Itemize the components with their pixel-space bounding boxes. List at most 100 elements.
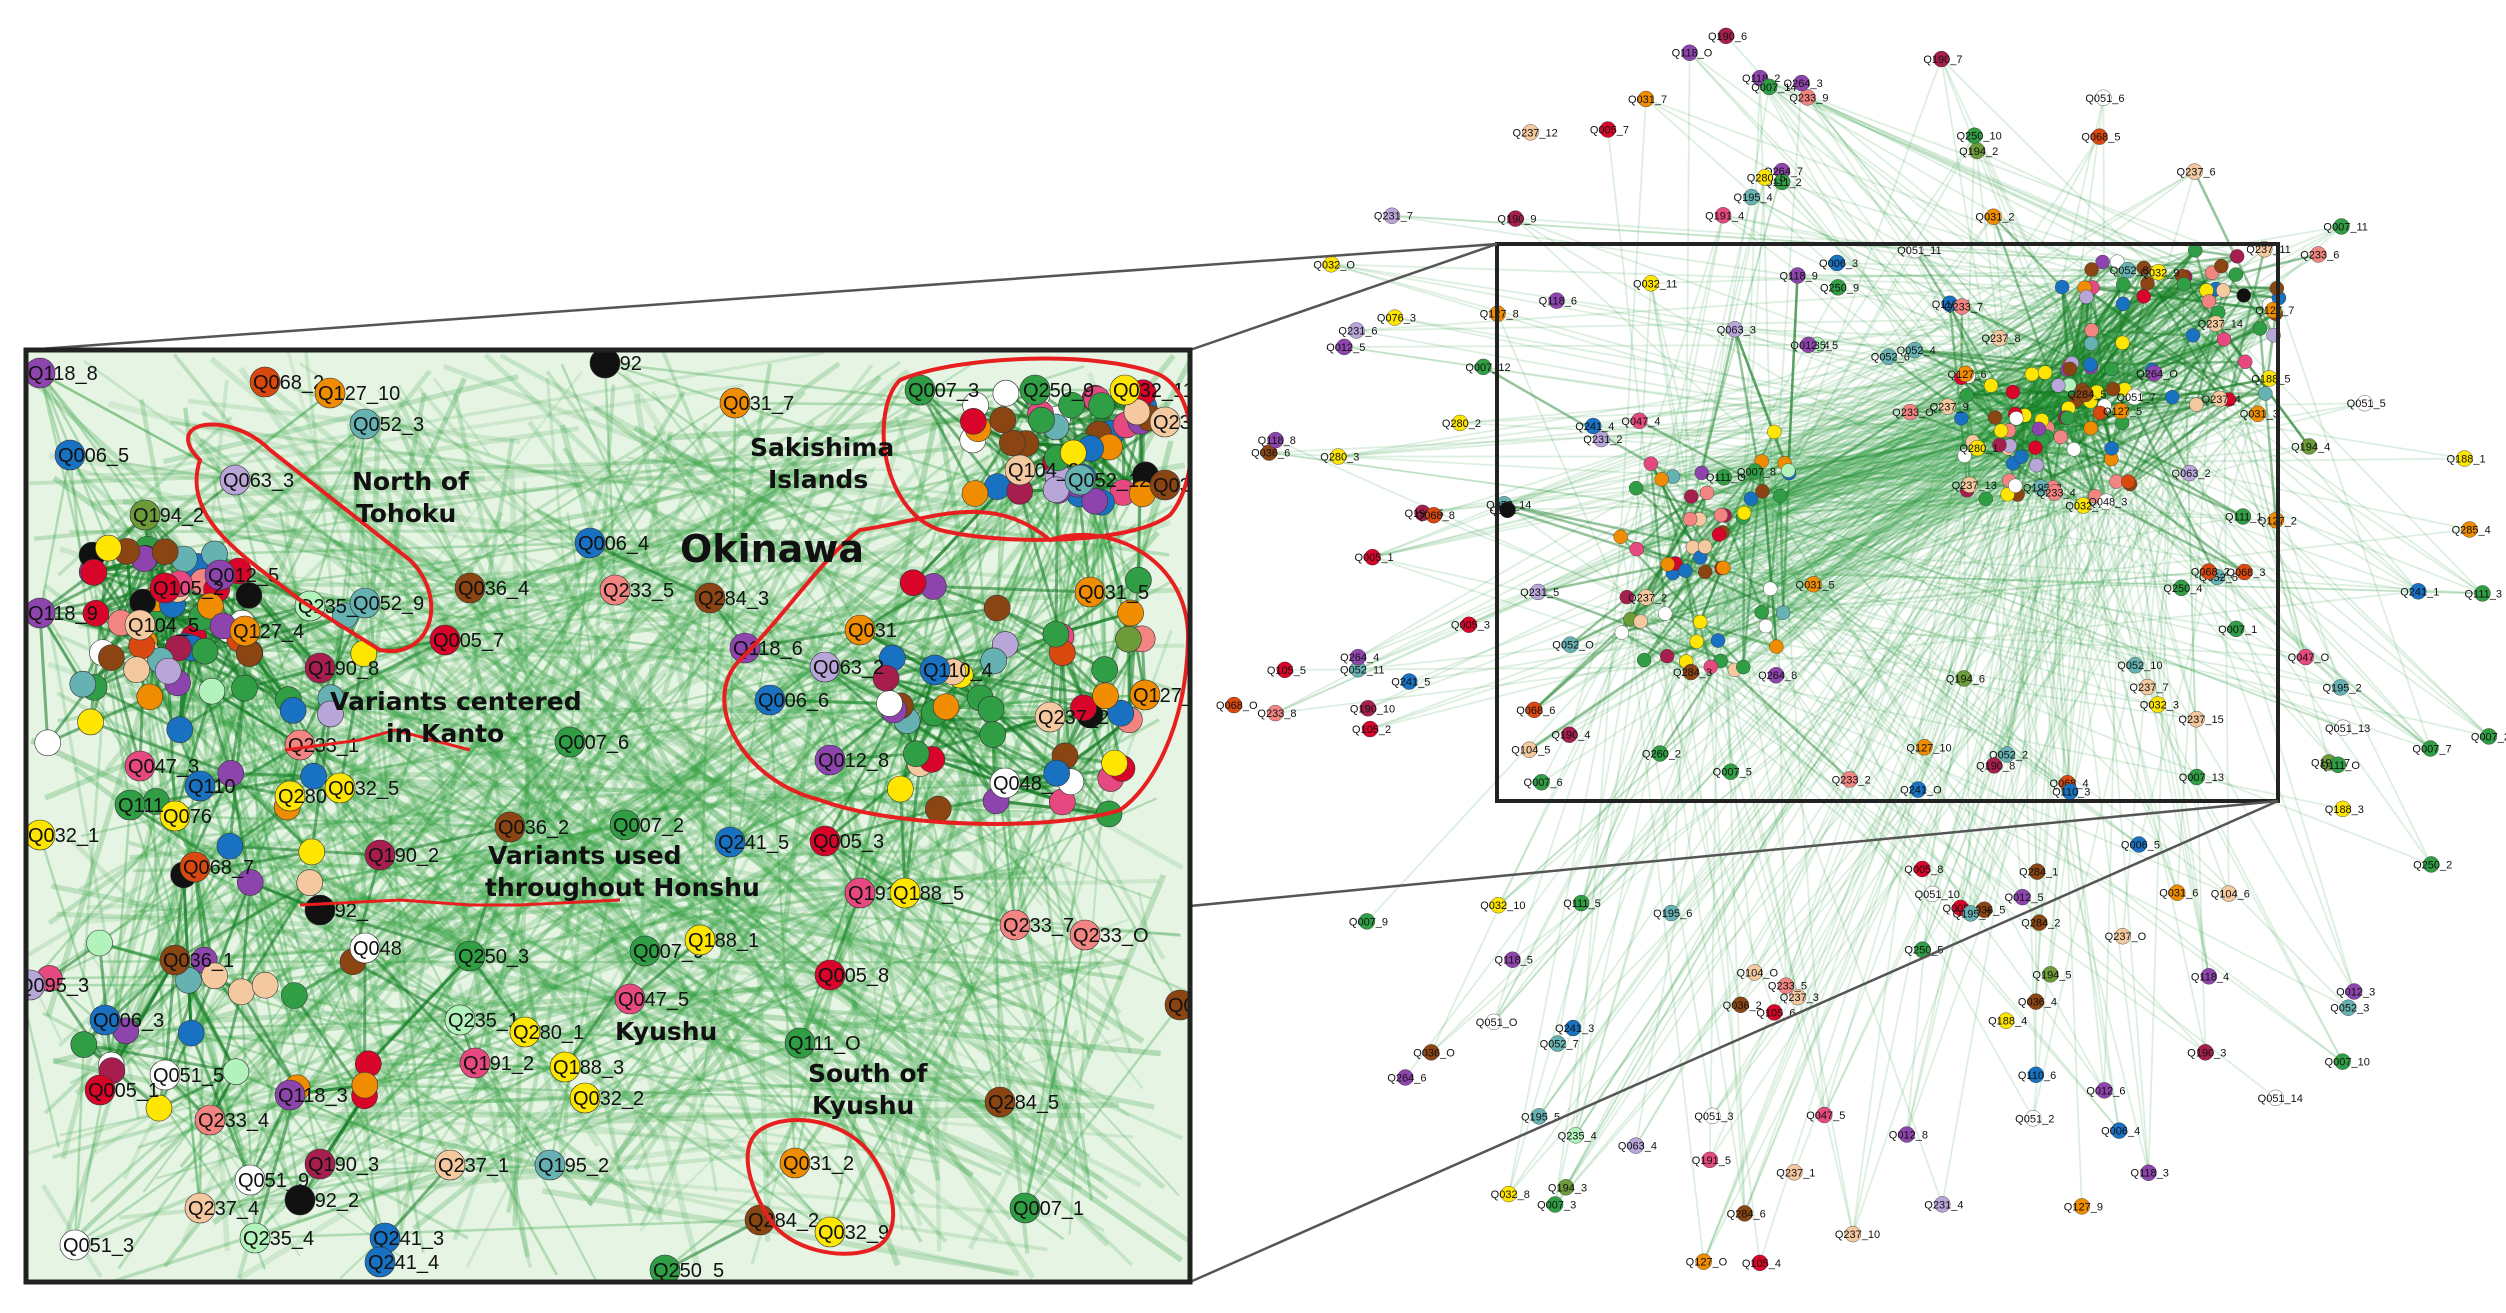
network-node: Q233_6	[2300, 246, 2339, 263]
network-node: Q241_4	[1575, 417, 1614, 435]
edge	[1743, 462, 2014, 514]
edge	[1718, 295, 2145, 536]
edge	[289, 827, 474, 1121]
edge	[1700, 498, 1987, 559]
node-marker	[1533, 774, 1550, 791]
network-node: Q190_9	[1497, 210, 1537, 227]
node-marker	[2168, 884, 2186, 901]
edge	[1717, 303, 2124, 642]
edge	[2083, 287, 2126, 390]
edge	[1621, 398, 2230, 634]
edge	[1643, 659, 2343, 810]
edge	[1537, 590, 1744, 669]
edge	[250, 690, 496, 792]
node-label: Q233_7	[1003, 915, 1074, 937]
edge	[1556, 479, 1663, 1044]
node-marker	[1530, 1108, 1548, 1125]
network-node: Q250_4	[2163, 579, 2203, 597]
edge	[208, 1119, 1048, 1252]
edge	[266, 854, 1030, 1176]
edge	[1635, 388, 2114, 490]
node-marker	[2092, 405, 2108, 421]
network-node: Q241_5	[1391, 673, 1430, 690]
edge	[639, 663, 654, 948]
edge	[90, 720, 232, 775]
edge	[2111, 297, 2280, 449]
edge	[1823, 290, 2208, 1116]
edge	[1761, 460, 1986, 500]
node-label: Q195_2	[538, 1155, 609, 1177]
edge	[2104, 404, 2419, 593]
edge	[1688, 52, 2014, 393]
network-node: Q005_7	[1590, 121, 1629, 138]
edge	[1503, 503, 1722, 662]
edge	[2071, 341, 2123, 365]
edge	[1761, 611, 2136, 667]
edge	[1275, 660, 1687, 714]
node-marker	[1485, 1013, 1503, 1031]
node-label: Q190_7	[1923, 54, 1962, 66]
edge	[1606, 129, 1669, 657]
node-marker	[1953, 298, 1971, 315]
node-marker	[1348, 322, 1365, 339]
node-label: Q195_2	[2322, 682, 2361, 694]
edge	[1666, 177, 1766, 565]
node-marker	[2474, 585, 2491, 602]
edge	[1743, 398, 2229, 514]
edge	[1722, 454, 1965, 534]
edge	[143, 720, 233, 977]
node-marker	[1916, 739, 1933, 756]
edge	[379, 740, 571, 857]
edge	[1507, 493, 2009, 1195]
node-label: Q031_2	[783, 1153, 854, 1175]
node-marker	[2028, 863, 2046, 880]
node-marker	[1717, 27, 1735, 45]
edge	[2128, 338, 2226, 485]
edge	[2258, 328, 2278, 521]
network-node: Q012_5	[2004, 888, 2044, 906]
edge	[2024, 388, 2083, 417]
edge	[1366, 512, 1745, 922]
node-label: Q190_6	[1708, 31, 1747, 43]
edge	[1969, 449, 2075, 914]
edge	[1779, 495, 1826, 1116]
network-node: Q051_13	[2325, 719, 2370, 736]
node-label: Q048	[353, 938, 402, 960]
edge	[1492, 476, 1674, 1023]
edge	[2006, 342, 2093, 495]
edge	[1781, 473, 1791, 613]
edge	[1724, 462, 2014, 517]
edge	[1636, 411, 1911, 550]
edge	[1621, 631, 1934, 895]
edge	[1779, 363, 2091, 497]
node-marker	[296, 869, 324, 896]
network-node: Q237_7	[2129, 678, 2169, 696]
node-marker	[1909, 781, 1927, 798]
node-label: Q127_4	[233, 621, 304, 643]
edge	[1635, 170, 2195, 489]
edge	[2006, 384, 2071, 755]
edge	[1511, 483, 2131, 961]
network-node: Q036_2	[494, 811, 569, 843]
edge	[56, 911, 521, 936]
node-label: Q188_5	[893, 883, 964, 905]
edge	[868, 1118, 1003, 1177]
edge	[2014, 413, 2120, 1131]
edge	[2091, 287, 2113, 460]
edge	[1851, 463, 2014, 1235]
edge	[676, 504, 1044, 907]
edge	[1635, 486, 1726, 517]
node-marker	[1101, 749, 1128, 777]
network-node: Q032_9	[814, 1216, 889, 1248]
node-label: Q233_2	[1832, 774, 1871, 786]
node-label: Q007_1	[2218, 624, 2257, 636]
edge	[768, 699, 797, 1164]
edge	[1639, 621, 1776, 1013]
edge	[2217, 312, 2307, 658]
edge	[2057, 385, 2159, 705]
edge	[1704, 416, 1996, 573]
node-marker	[1364, 548, 1381, 566]
edge	[900, 704, 975, 1150]
node-label: Q118_9	[1779, 270, 1817, 282]
edge	[624, 474, 721, 610]
